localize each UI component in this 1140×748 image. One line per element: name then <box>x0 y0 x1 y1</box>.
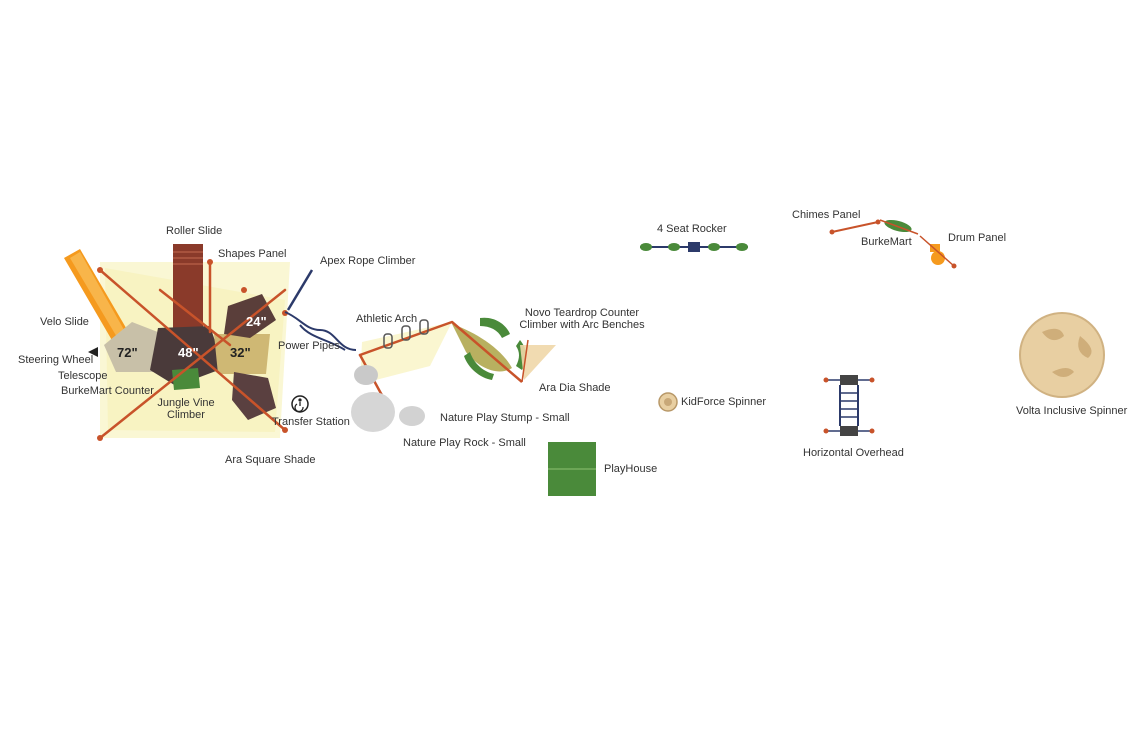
burkemart <box>879 219 919 235</box>
deck-32-label: 32" <box>230 345 251 360</box>
volta-inclusive-spinner <box>1019 312 1105 398</box>
label-novo-teardrop-line2: Climber with Arc Benches <box>519 319 645 331</box>
label-power-pipes: Power Pipes <box>278 340 340 352</box>
drum-panel <box>919 235 957 269</box>
label-novo-teardrop: Novo Teardrop Counter Climber with Arc B… <box>519 307 645 331</box>
ara-dia-shade <box>451 321 556 383</box>
nature-play-stump <box>399 406 425 426</box>
label-apex-rope-climber: Apex Rope Climber <box>320 255 416 267</box>
label-ara-dia-shade: Ara Dia Shade <box>539 382 611 394</box>
label-volta-inclusive-spinner: Volta Inclusive Spinner <box>1016 405 1128 417</box>
label-shapes-panel: Shapes Panel <box>218 248 287 260</box>
wheelchair-icon <box>291 395 309 413</box>
label-transfer-station: Transfer Station <box>272 416 350 428</box>
label-kidforce-spinner: KidForce Spinner <box>681 396 766 408</box>
label-ara-square-shade: Ara Square Shade <box>225 454 316 466</box>
steering-wheel-icon <box>88 347 98 357</box>
deck-48 <box>150 326 224 386</box>
label-nature-play-rock: Nature Play Rock - Small <box>403 437 526 449</box>
label-chimes-panel: Chimes Panel <box>792 209 861 221</box>
jungle-vine-climber <box>172 368 200 390</box>
chimes-panel <box>829 219 881 235</box>
deck-72-label: 72" <box>117 345 138 360</box>
label-steering-wheel: Steering Wheel <box>18 354 94 366</box>
nature-play-rock <box>351 365 395 432</box>
structure-posts <box>98 260 287 440</box>
playhouse <box>548 442 596 496</box>
deck-24-label: 24" <box>246 314 267 329</box>
label-athletic-arch: Athletic Arch <box>356 313 418 325</box>
label-playhouse: PlayHouse <box>604 463 658 475</box>
athletic-arch-shade <box>360 322 452 384</box>
label-roller-slide: Roller Slide <box>166 225 223 237</box>
power-pipes <box>284 311 357 351</box>
label-four-seat-rocker: 4 Seat Rocker <box>657 223 727 235</box>
label-horizontal-overhead: Horizontal Overhead <box>803 447 904 459</box>
four-seat-rocker <box>640 242 748 252</box>
horizontal-overhead <box>823 375 875 436</box>
novo-teardrop-climber <box>452 317 527 380</box>
label-novo-teardrop-line1: Novo Teardrop Counter <box>524 307 640 319</box>
label-jungle-vine-line1: Jungle Vine <box>157 397 215 409</box>
deck-48-label: 48" <box>178 345 199 360</box>
arch-rings <box>383 319 429 349</box>
post-caps <box>97 259 288 441</box>
velo-slide <box>64 249 136 354</box>
label-jungle-vine-climber: Jungle Vine Climber <box>152 397 220 421</box>
label-burkemart-counter: BurkeMart Counter <box>61 385 154 397</box>
label-telescope: Telescope <box>58 370 108 382</box>
label-burkemart: BurkeMart <box>861 236 912 248</box>
label-jungle-vine-line2: Climber <box>167 409 205 421</box>
kidforce-spinner <box>658 392 678 412</box>
label-drum-panel: Drum Panel <box>948 232 1007 244</box>
apex-rope-climber <box>286 269 314 311</box>
label-nature-play-stump: Nature Play Stump - Small <box>440 412 570 424</box>
label-velo-slide: Velo Slide <box>40 316 89 328</box>
